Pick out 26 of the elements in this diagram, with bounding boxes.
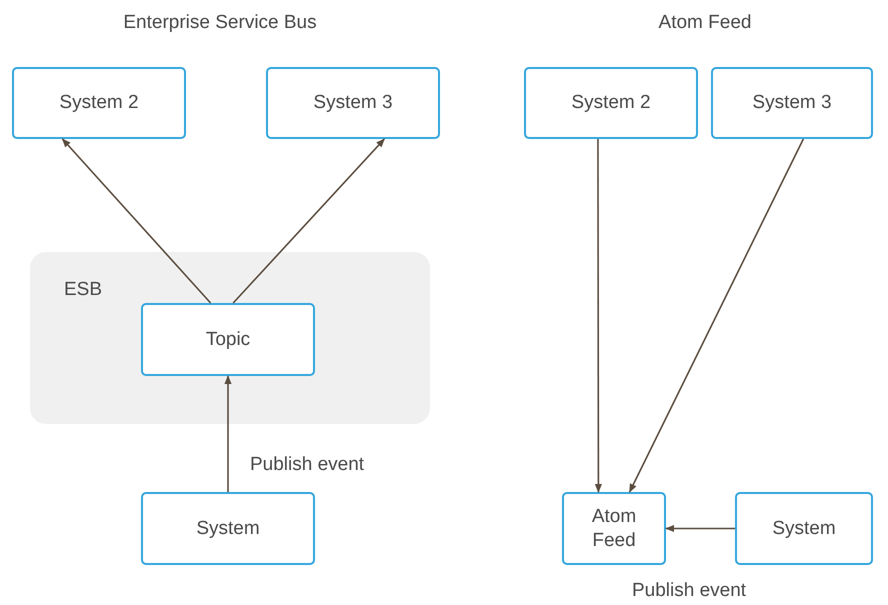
esb-panel bbox=[30, 252, 430, 424]
node-label: Atom Feed bbox=[590, 504, 638, 552]
arrow bbox=[628, 138, 804, 493]
arrow bbox=[232, 138, 385, 304]
node-label: System 3 bbox=[313, 91, 393, 115]
node-label: Topic bbox=[206, 328, 250, 352]
section-heading: Enterprise Service Bus bbox=[123, 12, 317, 34]
node-label: System bbox=[196, 516, 260, 540]
system-box bbox=[735, 492, 873, 565]
node-label: System bbox=[772, 516, 836, 540]
arrow bbox=[224, 375, 232, 492]
node-label: System 3 bbox=[752, 91, 832, 115]
system-box bbox=[524, 67, 698, 139]
arrow bbox=[665, 524, 735, 532]
arrow bbox=[62, 138, 212, 304]
node-label: System 2 bbox=[59, 91, 139, 115]
system-box bbox=[562, 492, 666, 565]
system-box bbox=[141, 303, 315, 376]
section-heading: Atom Feed bbox=[658, 12, 752, 34]
panel-title: ESB bbox=[64, 278, 102, 302]
system-box bbox=[141, 492, 315, 565]
system-box bbox=[12, 67, 186, 139]
system-box bbox=[711, 67, 873, 139]
system-box bbox=[266, 67, 440, 139]
arrow bbox=[594, 139, 602, 493]
node-label: System 2 bbox=[571, 91, 651, 115]
